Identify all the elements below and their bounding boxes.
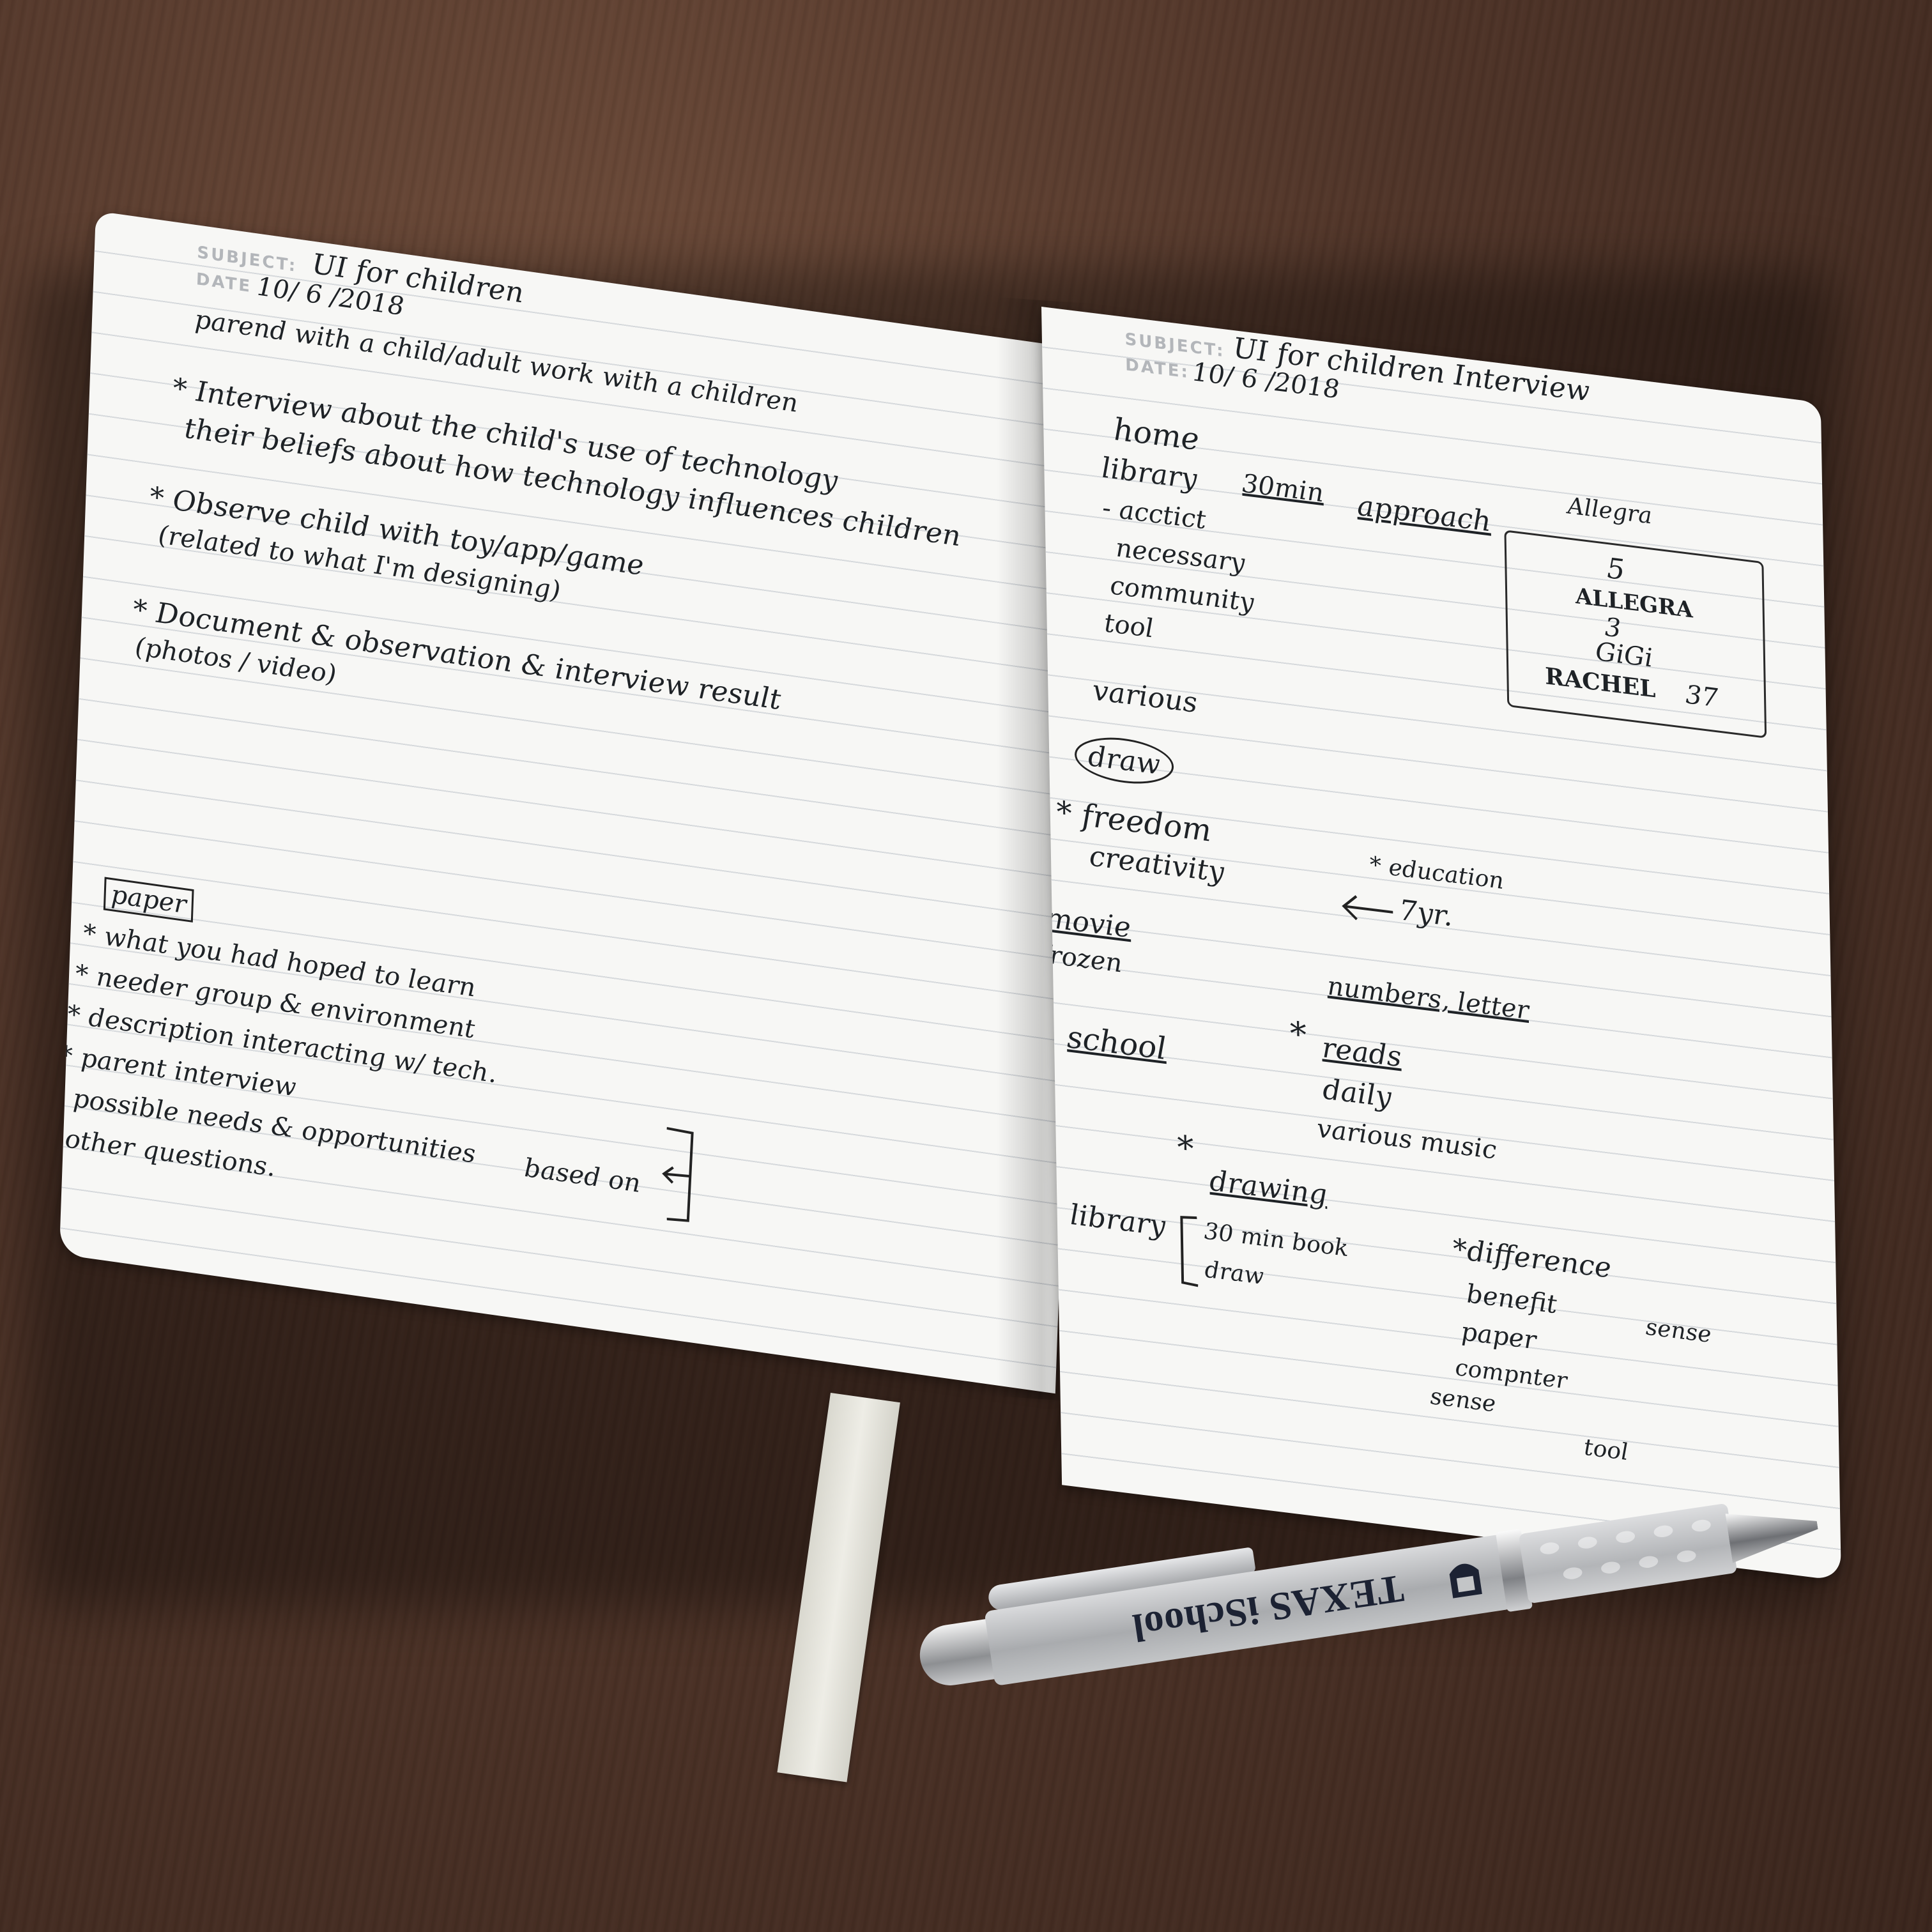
box-line-1: 5 (1606, 551, 1625, 587)
left-page: SUBJECT: UI for children DATE 10/ 6 /201… (59, 211, 1092, 1394)
pen-tip (1725, 1501, 1821, 1563)
drawing-star: * (1176, 1128, 1195, 1169)
pen-grip (1518, 1503, 1738, 1604)
arrow-left-icon (1342, 895, 1393, 921)
bracket-arrow-icon (662, 1126, 694, 1222)
right-page: SUBJECT: UI for children Interview DATE:… (1041, 307, 1841, 1581)
box-line-6: 37 (1685, 680, 1719, 714)
bracket-icon (1180, 1216, 1199, 1287)
pen: TEXAS iSchool (913, 1475, 1830, 1705)
reads-star: * (1289, 1014, 1307, 1055)
names-box (1504, 530, 1767, 739)
seven-yr-text: 7yr. (1399, 894, 1453, 933)
pen-logo-icon (1449, 1563, 1482, 1598)
list-item-4: tool (1104, 608, 1154, 644)
tool-text: tool (1583, 1434, 1629, 1466)
